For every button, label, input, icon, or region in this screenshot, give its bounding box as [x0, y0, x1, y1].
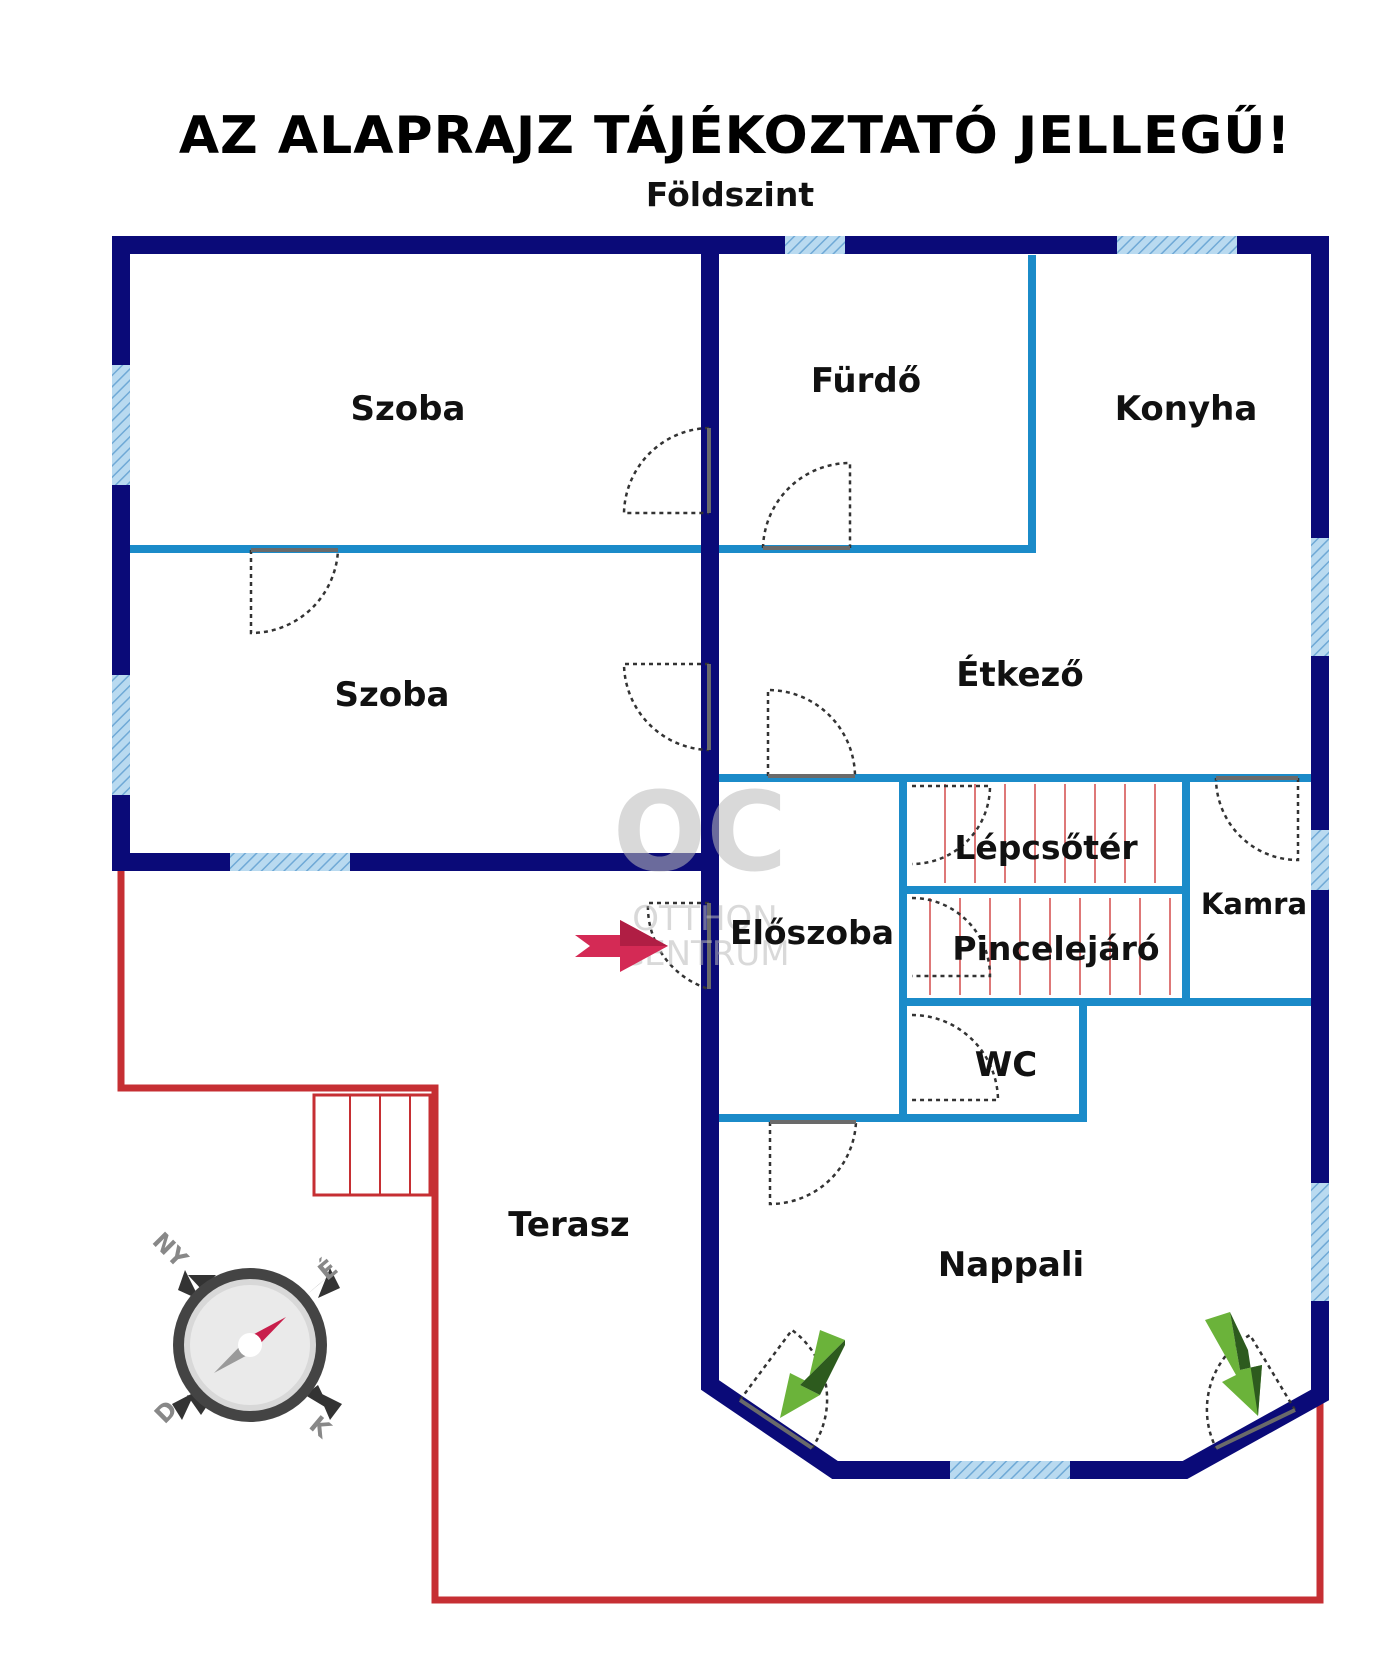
window-szoba-1 — [112, 365, 130, 485]
door-entrance — [646, 901, 710, 991]
window-konyha — [1117, 236, 1237, 254]
door-szoba-2 — [249, 549, 340, 635]
window-etkezo — [1311, 538, 1329, 656]
room-label-etkezo: Étkező — [956, 654, 1083, 695]
room-label-nappali: Nappali — [938, 1245, 1084, 1285]
room-label-pincelejaro: Pincelejáró — [952, 929, 1159, 968]
room-label-furdo: Fürdő — [811, 361, 921, 401]
door-nappali — [768, 1121, 858, 1206]
door-leaves — [251, 428, 1298, 1450]
floor-label: Földszint — [645, 175, 815, 214]
garden-arrow-east-icon — [1205, 1312, 1262, 1416]
terrace-steps — [349, 1095, 411, 1195]
entrance-arrow-icon — [575, 920, 668, 972]
compass-icon — [172, 1268, 342, 1422]
terrace-outline — [117, 862, 1324, 1604]
door-wc — [911, 1013, 1000, 1102]
room-label-kamra: Kamra — [1201, 887, 1307, 921]
window-nappali-south — [950, 1461, 1070, 1479]
garden-arrow-west-icon — [780, 1330, 845, 1418]
door-szoba-1 — [622, 426, 710, 515]
window-kamra — [1311, 830, 1329, 890]
compass-letter-north: É — [312, 1253, 343, 1286]
room-label-terasz: Terasz — [508, 1205, 629, 1245]
window-nappali-east — [1311, 1183, 1329, 1301]
watermark: OC OTTHON CENTRUM — [613, 768, 790, 974]
door-szoba-2-hall — [622, 662, 710, 752]
room-label-szoba-1: Szoba — [351, 389, 466, 429]
window-furdo — [785, 236, 845, 254]
door-pincelejaro — [911, 896, 992, 978]
window-szoba-2-south — [230, 853, 350, 871]
door-kamra — [1214, 777, 1300, 862]
room-label-konyha: Konyha — [1115, 389, 1258, 429]
compass-letter-south: D — [149, 1395, 183, 1429]
window-szoba-2 — [112, 675, 130, 795]
interior-walls — [128, 255, 1315, 1122]
door-etkezo — [766, 688, 857, 777]
door-furdo — [761, 461, 852, 549]
compass-letter-west: NY — [147, 1227, 194, 1274]
room-label-wc: WC — [975, 1045, 1037, 1085]
room-label-eloszoba: Előszoba — [730, 913, 894, 952]
windows — [112, 236, 1329, 1479]
room-labels: Szoba Szoba Fürdő Konyha Étkező Lépcsőté… — [335, 361, 1308, 1285]
doors — [249, 426, 1300, 1449]
watermark-monogram: OC — [613, 768, 787, 896]
floorplan-title: AZ ALAPRAJZ TÁJÉKOZTATÓ JELLEGŰ! — [178, 106, 1292, 166]
room-label-lepcsoter: Lépcsőtér — [954, 828, 1138, 867]
room-label-szoba-2: Szoba — [335, 675, 450, 715]
watermark-line1: OTTHON — [632, 899, 777, 939]
door-terrace-west — [738, 1328, 829, 1449]
